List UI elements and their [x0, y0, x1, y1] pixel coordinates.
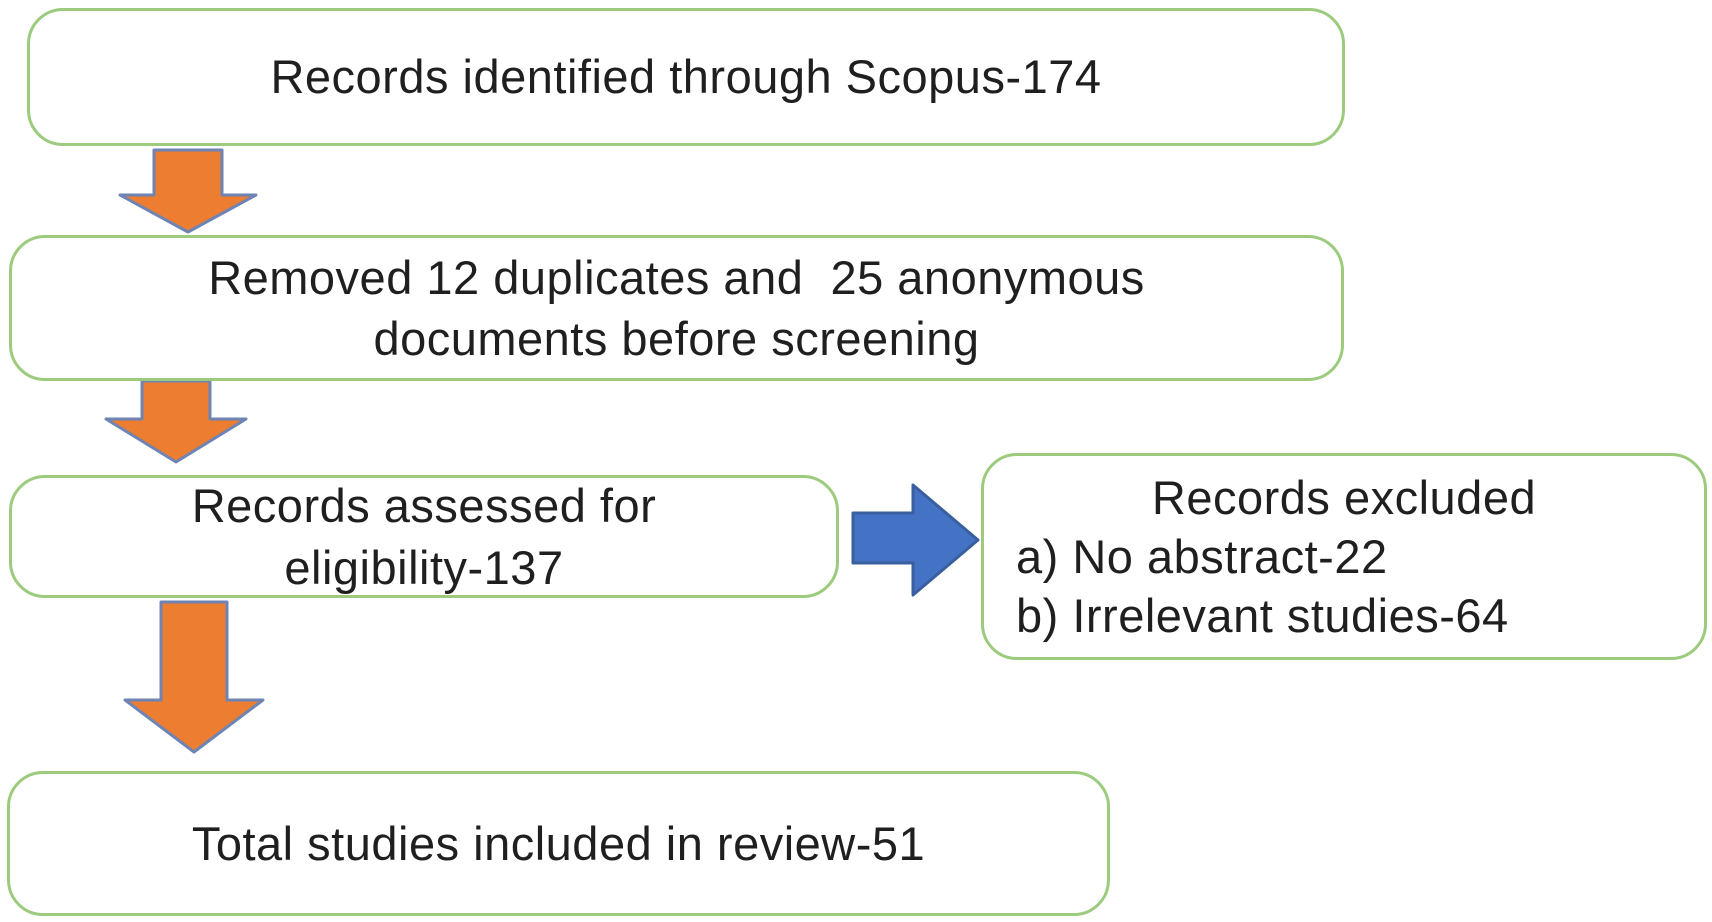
studies-included-text: Total studies included in review-51 [191, 816, 926, 870]
records-assessed-text-line2: eligibility-137 [284, 540, 564, 594]
records-identified-text: Records identified through Scopus-174 [270, 50, 1102, 104]
excluded-item-b: b) Irrelevant studies-64 [1016, 589, 1509, 643]
records-excluded-title: Records excluded [1151, 470, 1537, 524]
down-arrow-removed-to-assessed-icon [104, 379, 248, 464]
duplicates-removed-text-line2: documents before screening [373, 312, 980, 365]
down-arrow-assessed-to-included-icon [123, 600, 265, 754]
box-records-identified: Records identified through Scopus-174 [27, 8, 1345, 146]
duplicates-removed-text-line1: Removed 12 duplicates and 25 anonymous [208, 250, 1145, 304]
box-duplicates-removed: Removed 12 duplicates and 25 anonymous d… [9, 235, 1344, 381]
right-arrow-assessed-to-excluded-icon [851, 483, 980, 597]
excluded-item-a: a) No abstract-22 [1016, 529, 1388, 583]
records-assessed-text-line1: Records assessed for [191, 479, 657, 533]
down-arrow-identified-to-removed-icon [118, 148, 258, 234]
box-records-excluded: Records excluded a) No abstract-22 b) Ir… [981, 453, 1707, 660]
box-records-assessed: Records assessed for eligibility-137 [9, 475, 839, 598]
box-studies-included: Total studies included in review-51 [7, 771, 1110, 916]
